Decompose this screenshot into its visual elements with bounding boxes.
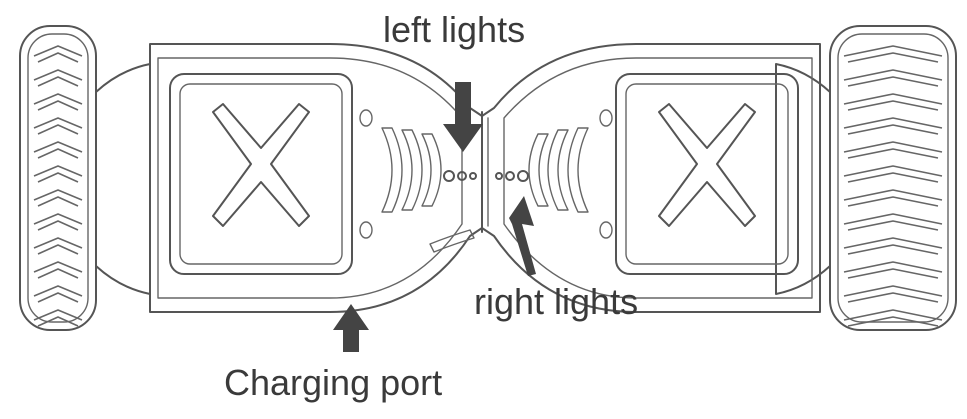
- tread-chevron: [33, 165, 83, 183]
- left-chevrons: [359, 109, 442, 239]
- hoverboard-body-inner: [157, 57, 463, 299]
- left-pad-x-mark: [212, 103, 310, 227]
- tread-chevron: [33, 117, 83, 135]
- left-foot-pad: [169, 73, 353, 275]
- tread-chevron: [843, 69, 943, 87]
- left-lights-indicator: [443, 170, 477, 182]
- hoverboard-body-inner-right: [503, 57, 813, 299]
- tread-chevron: [33, 309, 83, 327]
- right-lights-label: right lights: [474, 281, 639, 322]
- left-wheel: [19, 25, 97, 331]
- right-axle-housing: [775, 63, 831, 295]
- tread-chevron: [843, 285, 943, 303]
- tread-chevron: [843, 165, 943, 183]
- right-lights-arrow: [509, 196, 536, 276]
- tread-chevron: [843, 237, 943, 255]
- tread-chevron: [843, 309, 943, 327]
- right-chevrons: [528, 109, 613, 239]
- right-wheel-tread: [843, 45, 943, 327]
- tread-chevron: [33, 189, 83, 207]
- charging-port-arrow: [333, 304, 369, 352]
- tread-chevron: [33, 261, 83, 279]
- tread-chevron: [33, 237, 83, 255]
- left-axle-housing: [95, 63, 151, 295]
- tread-chevron: [33, 45, 83, 63]
- tread-chevron: [33, 93, 83, 111]
- charging-port: [429, 229, 475, 253]
- right-pad-x-mark: [658, 103, 756, 227]
- tread-chevron: [33, 213, 83, 231]
- tread-chevron: [843, 261, 943, 279]
- tread-chevron: [843, 45, 943, 63]
- tread-chevron: [33, 69, 83, 87]
- left-lights-label: left lights: [383, 9, 526, 50]
- tread-chevron: [843, 213, 943, 231]
- tread-chevron: [843, 117, 943, 135]
- right-lights-indicator: [495, 170, 529, 182]
- tread-chevron: [843, 93, 943, 111]
- tread-chevron: [33, 141, 83, 159]
- hoverboard-body: [149, 43, 821, 313]
- tread-chevron: [843, 189, 943, 207]
- left-lights-arrow: [443, 82, 483, 152]
- charging-port-label: Charging port: [224, 362, 443, 403]
- tread-chevron: [33, 285, 83, 303]
- left-wheel-tread: [33, 45, 83, 327]
- right-foot-pad: [615, 73, 799, 275]
- tread-chevron: [843, 141, 943, 159]
- right-wheel: [829, 25, 957, 331]
